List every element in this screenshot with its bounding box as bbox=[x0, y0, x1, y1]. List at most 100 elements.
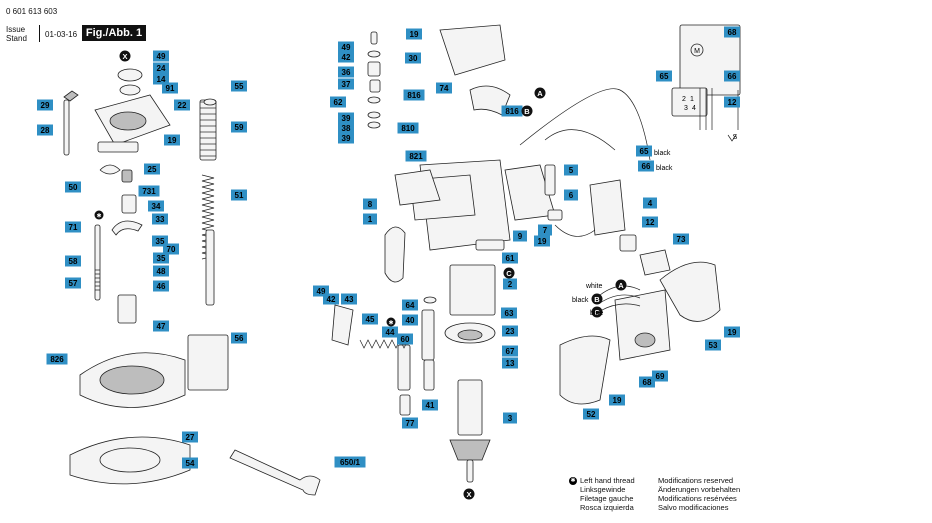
part-label-23: 23 bbox=[502, 325, 518, 337]
washer-42 bbox=[367, 50, 381, 58]
legend-line: Modifications resérvées bbox=[658, 494, 737, 503]
switch-4 bbox=[589, 179, 626, 236]
wire-label-black-65: black bbox=[654, 150, 671, 157]
part-label-64: 64 bbox=[402, 299, 418, 311]
part-number-41: 41 bbox=[426, 401, 435, 410]
part-number-40: 40 bbox=[406, 316, 415, 325]
part-label-29: 29 bbox=[37, 99, 53, 111]
left-hand-thread-icon: ✱ bbox=[569, 477, 577, 485]
part-label-34: 34 bbox=[148, 200, 164, 212]
part-label-12: 12 bbox=[642, 216, 658, 228]
part-number-3: 3 bbox=[508, 414, 513, 423]
part-label-65: 65 bbox=[656, 70, 672, 82]
part-label-19: 19 bbox=[609, 394, 625, 406]
handle-53 bbox=[659, 261, 721, 322]
part-label-2: 2 bbox=[503, 278, 517, 290]
part-number-65: 65 bbox=[640, 147, 649, 156]
knob-731 bbox=[121, 169, 133, 183]
stand-label: Stand bbox=[6, 34, 27, 43]
clip-73 bbox=[639, 249, 671, 276]
part-label-52: 52 bbox=[583, 408, 599, 420]
label-plate-8 bbox=[394, 169, 441, 206]
schematic-label: S bbox=[733, 134, 738, 141]
part-label-24: 24 bbox=[153, 62, 169, 74]
column-58 bbox=[94, 224, 101, 301]
part-number-33: 33 bbox=[156, 215, 165, 224]
part-label-59: 59 bbox=[231, 121, 247, 133]
part-number-19: 19 bbox=[538, 237, 547, 246]
part-label-1: 1 bbox=[363, 213, 377, 225]
part-label-8: 8 bbox=[363, 198, 377, 210]
connector-B-icon: B bbox=[591, 293, 603, 305]
part-label-9: 9 bbox=[513, 230, 527, 242]
part-number-62: 62 bbox=[334, 98, 343, 107]
part-number-50: 50 bbox=[69, 183, 78, 192]
fan-3 bbox=[449, 439, 491, 461]
part-number-8: 8 bbox=[368, 200, 373, 209]
part-number-53: 53 bbox=[709, 341, 718, 350]
part-number-64: 64 bbox=[406, 301, 415, 310]
part-number-14: 14 bbox=[157, 75, 166, 84]
part-number-47: 47 bbox=[157, 322, 166, 331]
part-number-34: 34 bbox=[152, 202, 161, 211]
part-number-71: 71 bbox=[69, 223, 78, 232]
part-label-650/1: 650/1 bbox=[334, 456, 366, 468]
part-number-816: 816 bbox=[407, 91, 421, 100]
figure-label: Fig./Abb. 1 bbox=[82, 25, 146, 41]
part-number-821: 821 bbox=[409, 152, 423, 161]
part-label-71: 71 bbox=[65, 221, 81, 233]
ring-39 bbox=[367, 111, 381, 119]
part-label-65: 65 bbox=[636, 145, 652, 157]
part-number-731: 731 bbox=[142, 187, 156, 196]
lock-60 bbox=[397, 344, 411, 391]
wire-blue bbox=[599, 303, 641, 312]
base-ring bbox=[109, 111, 147, 131]
connector-A-icon: A bbox=[534, 87, 546, 99]
part-number-7: 7 bbox=[543, 226, 548, 235]
part-label-821: 821 bbox=[405, 150, 427, 162]
part-number-2: 2 bbox=[508, 280, 513, 289]
part-number-74: 74 bbox=[440, 84, 449, 93]
part-number-49: 49 bbox=[157, 52, 166, 61]
part-number-55: 55 bbox=[235, 82, 244, 91]
handle-button bbox=[634, 332, 656, 348]
part-label-810: 810 bbox=[397, 122, 419, 134]
part-label-45: 45 bbox=[362, 313, 378, 325]
part-number-43: 43 bbox=[345, 295, 354, 304]
part-label-41: 41 bbox=[422, 399, 438, 411]
part-number-24: 24 bbox=[157, 64, 166, 73]
part-number-25: 25 bbox=[148, 165, 157, 174]
part-label-91: 91 bbox=[162, 82, 178, 94]
chip-guard-56 bbox=[187, 334, 229, 391]
part-number-66: 66 bbox=[642, 162, 651, 171]
part-label-43: 43 bbox=[341, 293, 357, 305]
wire-label-white: white bbox=[585, 283, 602, 290]
doc-number: 0 601 613 603 bbox=[6, 7, 58, 16]
part-number-39: 39 bbox=[342, 114, 351, 123]
part-label-46: 46 bbox=[153, 280, 169, 292]
svg-text:B: B bbox=[594, 295, 600, 304]
collet-41 bbox=[423, 359, 435, 391]
motor-cap-30 bbox=[439, 24, 506, 76]
part-number-49: 49 bbox=[317, 287, 326, 296]
part-label-12: 12 bbox=[724, 96, 740, 108]
part-number-65: 65 bbox=[660, 72, 669, 81]
svg-text:✱: ✱ bbox=[388, 320, 393, 327]
part-number-810: 810 bbox=[401, 124, 415, 133]
connector-X-icon: X bbox=[463, 488, 475, 500]
part-number-57: 57 bbox=[69, 279, 78, 288]
schematic-motor bbox=[690, 43, 704, 57]
part-label-36: 36 bbox=[338, 66, 354, 78]
part-number-63: 63 bbox=[505, 309, 514, 318]
issue-label: Issue bbox=[6, 25, 26, 34]
part-label-53: 53 bbox=[705, 339, 721, 351]
schematic-label: 3 bbox=[684, 105, 688, 112]
part-label-39: 39 bbox=[338, 132, 354, 144]
part-label-49: 49 bbox=[153, 50, 169, 62]
screw-49 bbox=[370, 31, 378, 45]
part-label-62: 62 bbox=[330, 96, 346, 108]
part-number-29: 29 bbox=[41, 101, 50, 110]
part-number-35: 35 bbox=[157, 254, 166, 263]
clip-77 bbox=[399, 394, 411, 416]
part-label-77: 77 bbox=[402, 417, 418, 429]
